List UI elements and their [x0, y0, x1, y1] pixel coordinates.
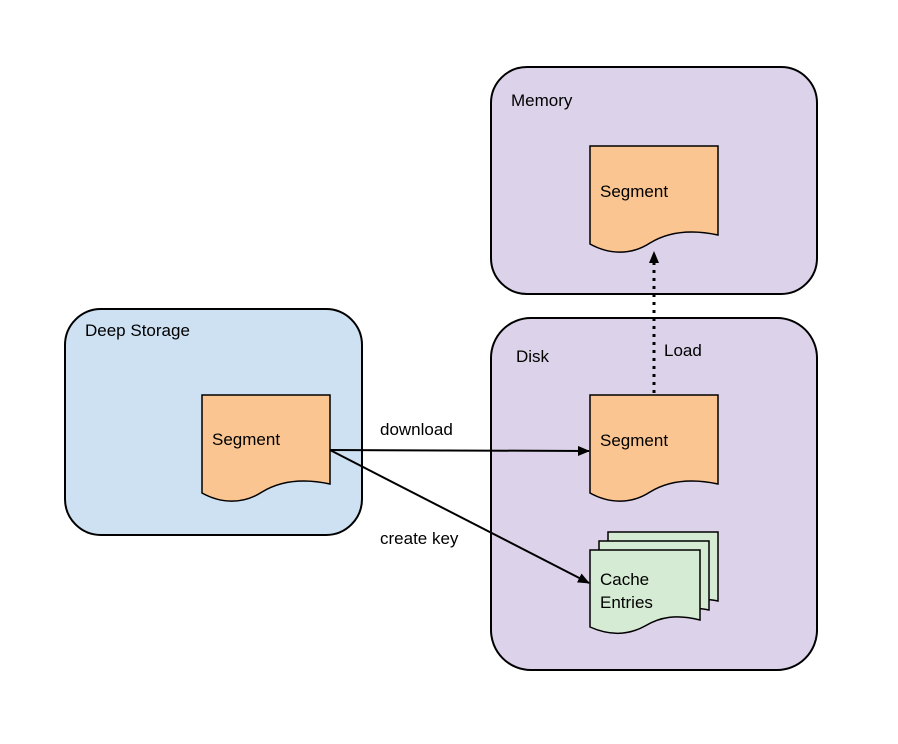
disk-segment-label: Segment [600, 431, 668, 450]
memory-segment-doc: Segment [589, 145, 719, 253]
cache-entries-label-line2: Entries [600, 593, 653, 612]
deep-segment-label: Segment [212, 430, 280, 449]
memory-label: Memory [511, 91, 573, 110]
create-key-arrow [329, 449, 590, 584]
cache-entries-doc: Cache Entries [589, 531, 719, 634]
load-label: Load [664, 341, 702, 360]
create-key-label: create key [380, 529, 459, 548]
disk-container: Disk [490, 317, 818, 671]
memory-segment-label: Segment [600, 182, 668, 201]
disk-segment-doc: Segment [589, 394, 719, 502]
disk-label: Disk [516, 347, 550, 366]
download-label: download [380, 420, 453, 439]
deep-storage-label: Deep Storage [85, 321, 190, 340]
download-arrow [329, 445, 590, 456]
deep-segment-doc: Segment [201, 394, 331, 502]
cache-entries-label-line1: Cache [600, 570, 649, 589]
